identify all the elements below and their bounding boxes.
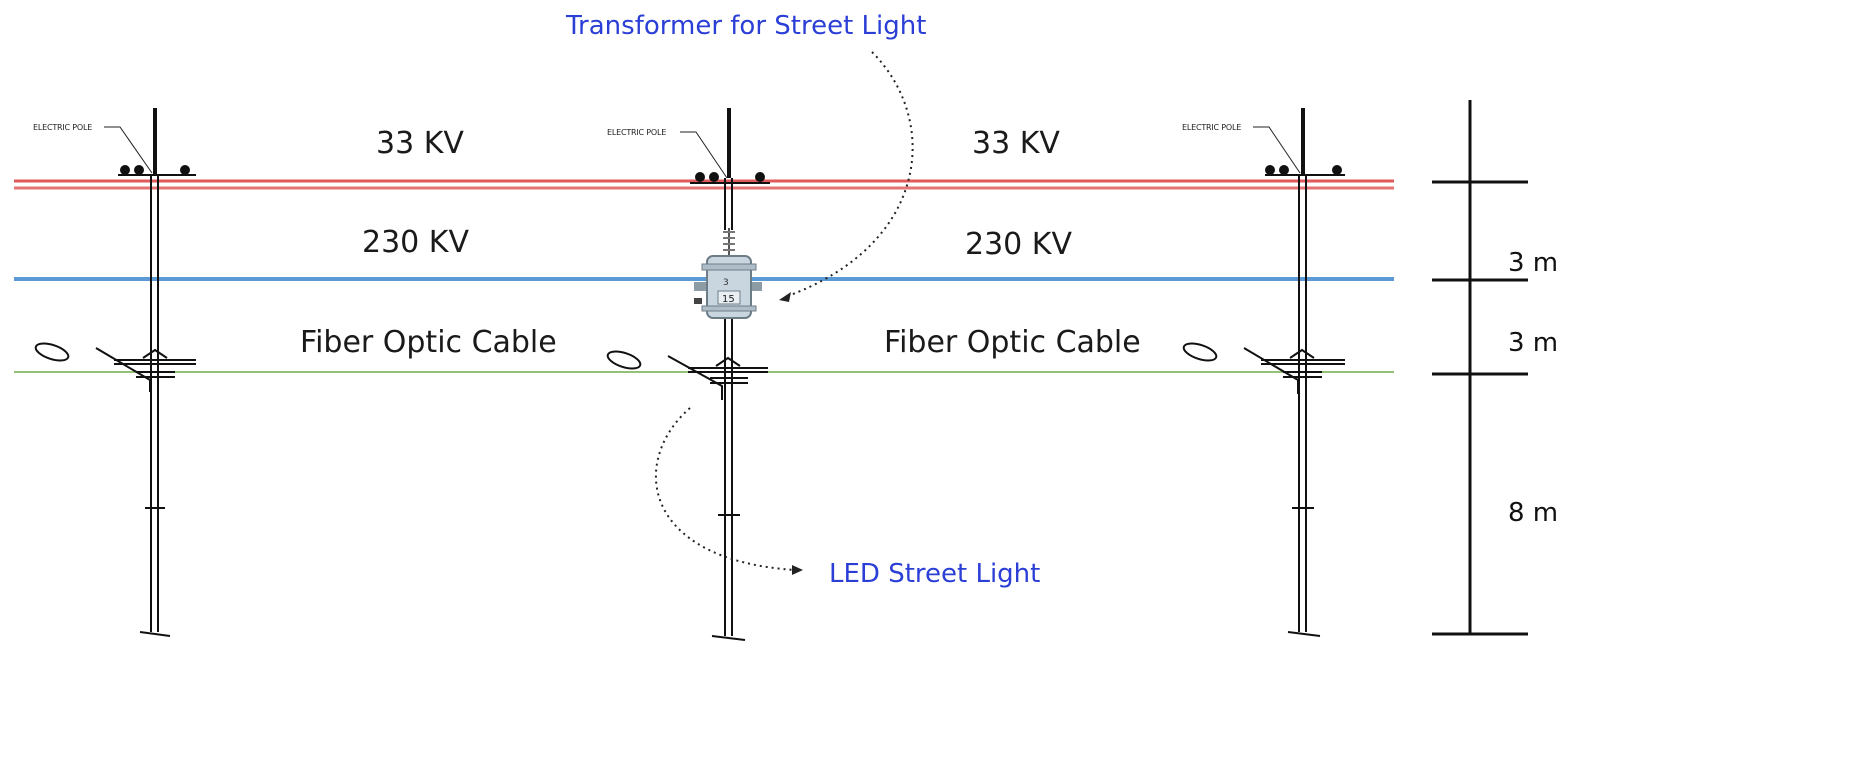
- transformer-plate-number: 15: [722, 294, 735, 305]
- label-fiber-right: Fiber Optic Cable: [884, 325, 1141, 360]
- label-230kv-left: 230 KV: [362, 225, 469, 260]
- pole-2-label: ELECTRIC POLE: [607, 128, 666, 137]
- electric-pole-1: [34, 108, 196, 637]
- electric-pole-2: [606, 108, 770, 641]
- pole-2-tag: ELECTRIC POLE: [607, 128, 728, 179]
- transformer-callout-label: Transformer for Street Light: [565, 11, 926, 41]
- electric-pole-3: [1182, 108, 1345, 637]
- line-33kv: [14, 179, 1394, 190]
- dimension-3m-upper: 3 m: [1508, 248, 1558, 278]
- dimension-8m: 8 m: [1508, 498, 1558, 528]
- label-33kv-right: 33 KV: [972, 126, 1060, 161]
- pole-1-tag: ELECTRIC POLE: [33, 123, 153, 174]
- label-fiber-left: Fiber Optic Cable: [300, 325, 557, 360]
- led-callout-arrow: [654, 407, 796, 571]
- pole-3-tag: ELECTRIC POLE: [1182, 123, 1301, 174]
- transformer-callout-arrow: [784, 51, 914, 298]
- pole-3-label: ELECTRIC POLE: [1182, 123, 1241, 132]
- label-33kv-left: 33 KV: [376, 126, 464, 161]
- label-230kv-right: 230 KV: [965, 227, 1072, 262]
- pole-1-label: ELECTRIC POLE: [33, 123, 92, 132]
- dimension-3m-lower: 3 m: [1508, 328, 1558, 358]
- transformer-icon: 3 15: [694, 228, 762, 319]
- height-ruler: [1432, 100, 1528, 636]
- led-callout-label: LED Street Light: [829, 559, 1040, 589]
- transformer-plate-top: 3: [723, 278, 729, 288]
